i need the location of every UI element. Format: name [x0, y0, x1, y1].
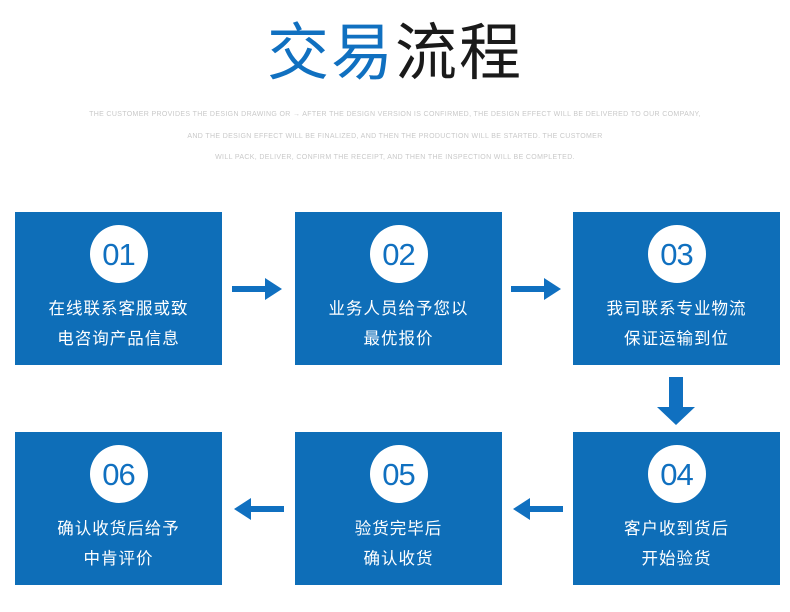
step-description-03-line2: 保证运输到位: [624, 329, 729, 348]
step-description-02: 业务人员给予您以 最优报价: [329, 294, 469, 354]
step-badge-06: 06: [89, 445, 148, 503]
step-description-06-line2: 中肯评价: [83, 549, 154, 568]
step-card-06: 06 确认收货后给予 中肯评价: [15, 432, 222, 585]
step-description-05-line2: 确认收货: [363, 549, 434, 568]
step-description-05-line1: 验货完毕后: [354, 519, 443, 538]
subtitle-block: THE CUSTOMER PROVIDES THE DESIGN DRAWING…: [0, 104, 790, 169]
step-description-04-line1: 客户收到货后: [624, 519, 729, 538]
step-description-01-line2: 电咨询产品信息: [57, 329, 180, 348]
step-description-01: 在线联系客服或致 电咨询产品信息: [49, 294, 189, 354]
arrow-left-icon: [513, 498, 563, 520]
subtitle-line-1: THE CUSTOMER PROVIDES THE DESIGN DRAWING…: [89, 111, 701, 118]
subtitle-line-3: WILL PACK, DELIVER, CONFIRM THE RECEIPT,…: [215, 154, 575, 161]
step-badge-03: 03: [647, 225, 706, 283]
page-title-dark: 流程: [395, 19, 524, 88]
step-number-01: 01: [102, 236, 135, 272]
step-description-03-line1: 我司联系专业物流: [606, 299, 747, 318]
process-flow-diagram: 01 在线联系客服或致 电咨询产品信息 02 业务人员给予您以 最优报价 0: [0, 212, 790, 585]
subtitle-line-2: AND THE DESIGN EFFECT WILL BE FINALIZED,…: [187, 132, 603, 140]
step-number-02: 02: [382, 236, 415, 272]
step-card-03: 03 我司联系专业物流 保证运输到位: [573, 212, 780, 365]
step-card-05: 05 验货完毕后 确认收货: [295, 432, 502, 585]
step-description-05: 验货完毕后 确认收货: [355, 514, 443, 574]
arrow-down-icon: [657, 377, 695, 425]
step-description-01-line1: 在线联系客服或致: [48, 299, 189, 318]
step-badge-05: 05: [369, 445, 428, 503]
step-number-06: 06: [102, 456, 135, 492]
step-badge-02: 02: [369, 225, 428, 283]
step-description-03: 我司联系专业物流 保证运输到位: [607, 294, 747, 354]
flow-row-top: 01 在线联系客服或致 电咨询产品信息 02 业务人员给予您以 最优报价 0: [0, 212, 790, 365]
step-description-02-line2: 最优报价: [363, 329, 434, 348]
step-card-01: 01 在线联系客服或致 电咨询产品信息: [15, 212, 222, 365]
step-description-04: 客户收到货后 开始验货: [624, 514, 729, 574]
step-description-02-line1: 业务人员给予您以: [328, 299, 469, 318]
page-title-blue: 交易: [266, 19, 395, 88]
arrow-left-icon: [234, 498, 284, 520]
page-header: 交易流程 THE CUSTOMER PROVIDES THE DESIGN DR…: [0, 0, 790, 169]
flow-row-bottom: 06 确认收货后给予 中肯评价 05 验货完毕后 确认收货 04: [0, 432, 790, 585]
step-badge-04: 04: [647, 445, 706, 503]
page-title: 交易流程: [0, 18, 790, 90]
step-description-06-line1: 确认收货后给予: [57, 519, 180, 538]
step-card-04: 04 客户收到货后 开始验货: [573, 432, 780, 585]
step-number-05: 05: [382, 456, 415, 492]
step-number-03: 03: [660, 236, 693, 272]
step-description-04-line2: 开始验货: [641, 549, 712, 568]
step-card-02: 02 业务人员给予您以 最优报价: [295, 212, 502, 365]
step-description-06: 确认收货后给予 中肯评价: [57, 514, 180, 574]
arrow-right-icon: [232, 278, 282, 300]
arrow-right-icon: [511, 278, 561, 300]
step-number-04: 04: [660, 456, 693, 492]
step-badge-01: 01: [89, 225, 148, 283]
